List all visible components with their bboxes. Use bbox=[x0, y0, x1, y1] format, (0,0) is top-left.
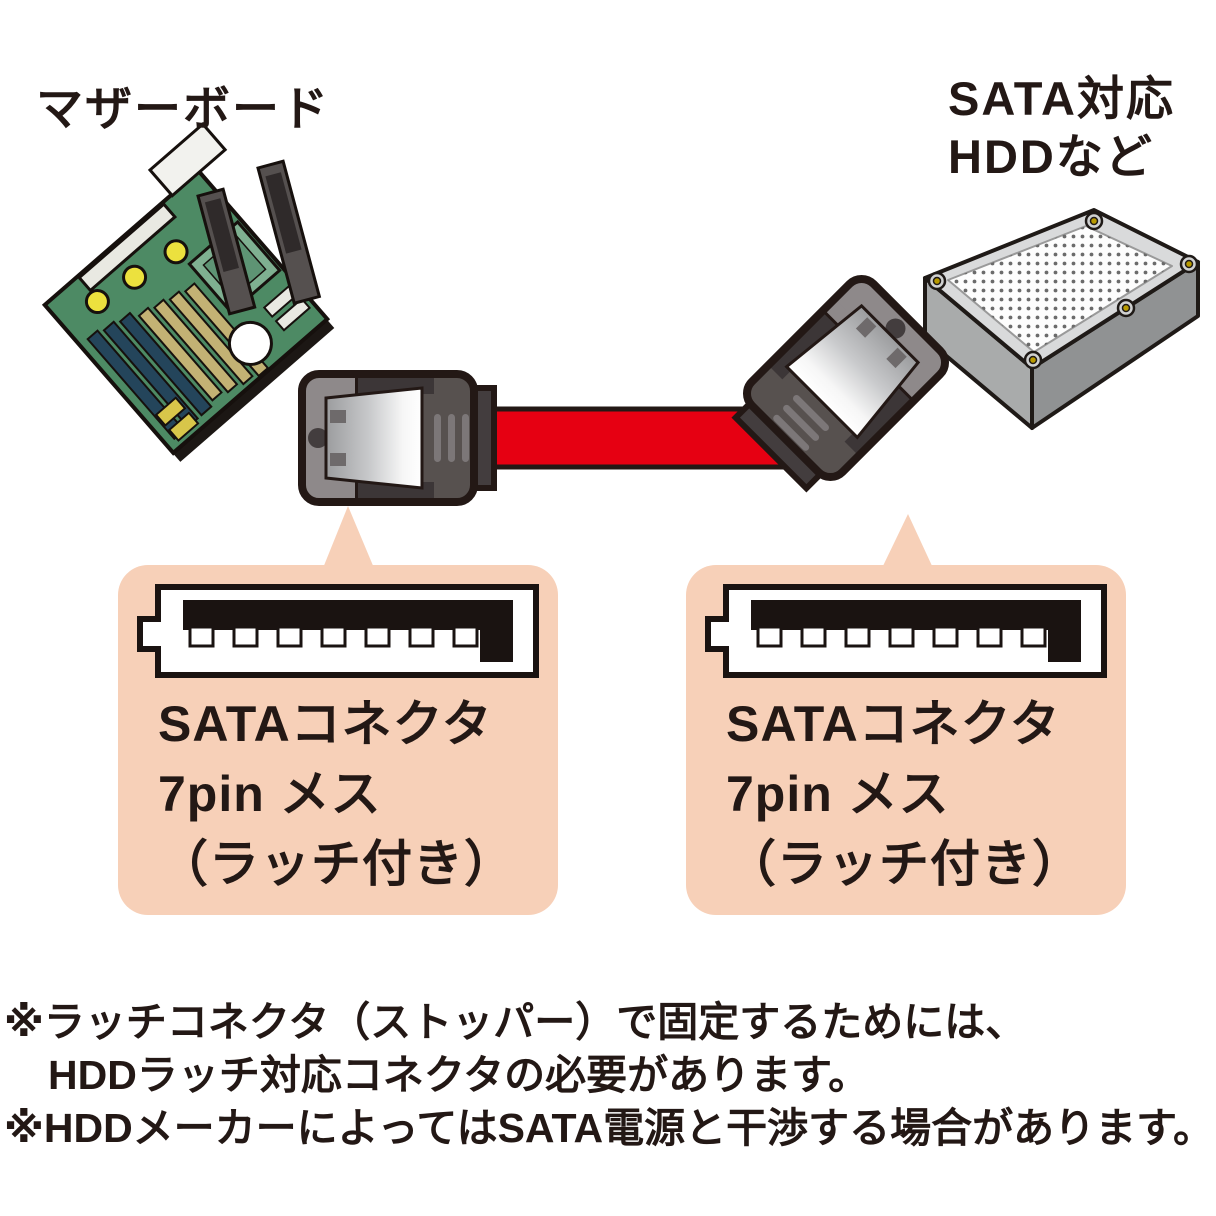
callout-right-text: SATAコネクタ 7pin メス （ラッチ付き） bbox=[726, 689, 1083, 899]
callout-right-line3: （ラッチ付き） bbox=[726, 836, 1083, 892]
footnote-1-line2: HDDラッチ対応コネクタの必要があります。 bbox=[48, 1052, 870, 1098]
callout-right: SATAコネクタ 7pin メス （ラッチ付き） bbox=[686, 565, 1126, 915]
callout-left-line2: 7pin メス bbox=[158, 766, 382, 822]
footnote-1-line1: ※ラッチコネクタ（ストッパー）で固定するためには、 bbox=[4, 999, 1027, 1045]
callout-left-text: SATAコネクタ 7pin メス （ラッチ付き） bbox=[158, 689, 515, 899]
footnotes: ※ラッチコネクタ（ストッパー）で固定するためには、 HDDラッチ対応コネクタの必… bbox=[4, 996, 1214, 1155]
motherboard-illustration bbox=[41, 121, 335, 462]
sata-device-label: SATA対応 HDDなど bbox=[948, 70, 1175, 186]
sata-7pin-connector-diagram-icon bbox=[137, 584, 539, 678]
sata-device-label-line1: SATA対応 bbox=[948, 72, 1175, 125]
callout-left: SATAコネクタ 7pin メス （ラッチ付き） bbox=[118, 565, 558, 915]
motherboard-label: マザーボード bbox=[36, 82, 330, 135]
sata-cable-illustration bbox=[302, 272, 952, 502]
callout-pointer-left bbox=[323, 506, 374, 568]
sata-device-label-line2: HDDなど bbox=[948, 130, 1154, 183]
callout-left-line1: SATAコネクタ bbox=[158, 696, 493, 752]
callout-right-line1: SATAコネクタ bbox=[726, 696, 1061, 752]
footnote-2: ※HDDメーカーによってはSATA電源と干渉する場合があります。 bbox=[4, 1105, 1215, 1151]
hdd-screws bbox=[927, 211, 1199, 370]
callout-right-line2: 7pin メス bbox=[726, 766, 950, 822]
sata-connector-left bbox=[302, 374, 494, 502]
hdd-illustration bbox=[923, 208, 1200, 430]
callout-pointer-right bbox=[882, 514, 933, 568]
callout-left-line3: （ラッチ付き） bbox=[158, 836, 515, 892]
sata-7pin-connector-diagram-icon bbox=[705, 584, 1107, 678]
